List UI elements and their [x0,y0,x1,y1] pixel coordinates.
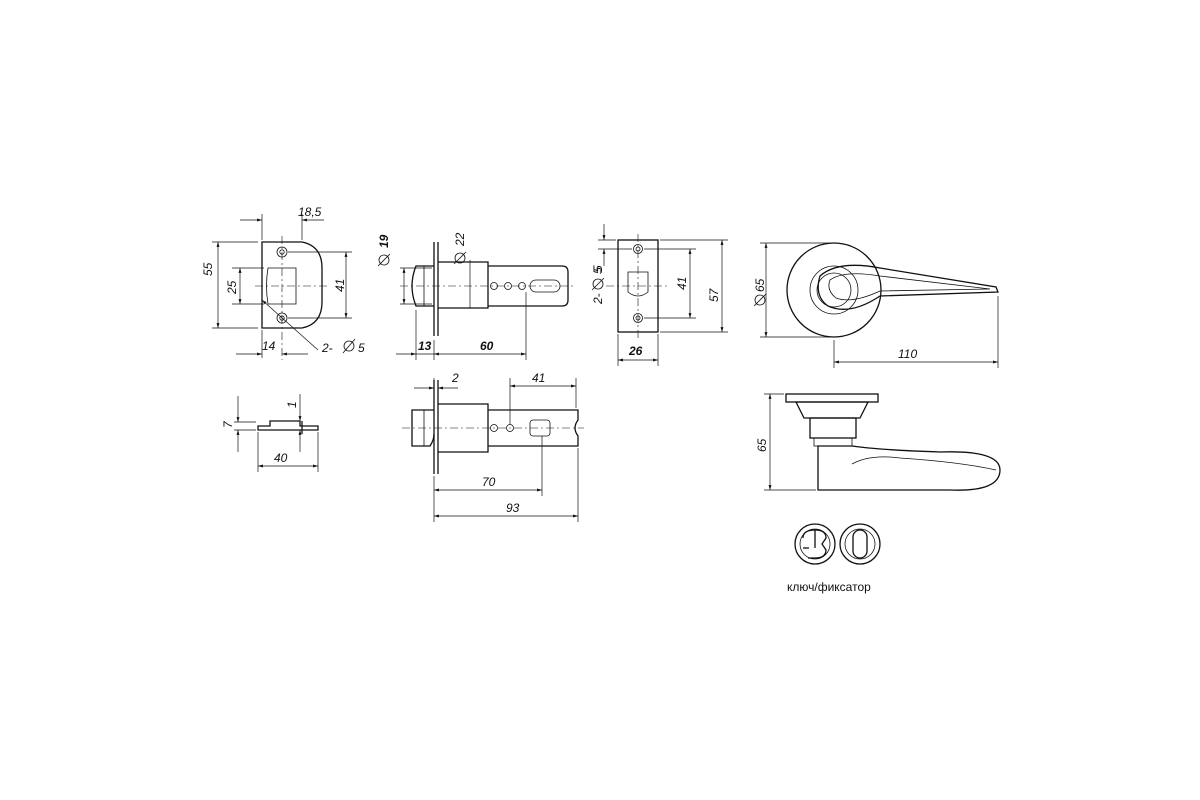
key-cylinder-icon [794,523,836,565]
thumbturn-icon [839,523,881,565]
dim-latch-backset-short: 70 [482,475,496,489]
dim-strike-length: 40 [274,451,288,465]
dim-faceplate-height: 57 [707,287,721,302]
dim-latch-slot: 41 [532,371,545,385]
dim-strike-window: 25 [225,280,239,295]
dim-strike-lip: 1 [285,401,299,408]
diameter-symbol [453,251,467,265]
dim-handle-height: 65 [755,438,769,452]
dim-latch-backset: 60 [480,339,494,353]
handle-front-view [760,242,999,368]
handle-side-view [764,393,1001,491]
dim-strike-offset: 14 [262,339,276,353]
dim-latch-bolt-dia: 19 [377,234,391,248]
dim-faceplate-holes-count: 2- [591,293,605,305]
strike-plate-side-view [234,394,319,472]
dim-strike-holes-count: 2- [321,341,333,355]
faceplate-front-view [598,224,728,366]
dim-strike-hole-dia: 5 [358,341,365,355]
dim-latch-backset-long: 93 [506,501,520,515]
dim-latch-plate: 2 [451,371,459,385]
dim-latch-tube-dia: 22 [453,232,467,247]
latch-side-view [402,378,584,522]
dim-strike-width-top: 18,5 [298,205,322,219]
strike-plate-front-view [212,214,352,360]
diameter-symbol [753,293,767,307]
dim-latch-faceplate: 13 [418,339,432,353]
dim-handle-rose-dia: 65 [753,278,767,292]
diameter-symbol [377,253,391,267]
dim-strike-height: 55 [201,262,215,276]
dim-handle-length: 110 [898,347,917,361]
dim-strike-hole-span: 41 [333,279,347,292]
dim-faceplate-width: 26 [628,344,643,358]
icons-caption: ключ/фиксатор [787,580,871,594]
dim-faceplate-offset: 5 [591,265,605,272]
diameter-symbol [342,338,356,354]
diameter-symbol [591,277,605,291]
dim-faceplate-hole-span: 41 [675,277,689,290]
dim-faceplate-hole-dia: 5 [591,267,605,274]
dim-strike-thickness: 7 [221,420,235,428]
latch-top-view [396,242,574,360]
